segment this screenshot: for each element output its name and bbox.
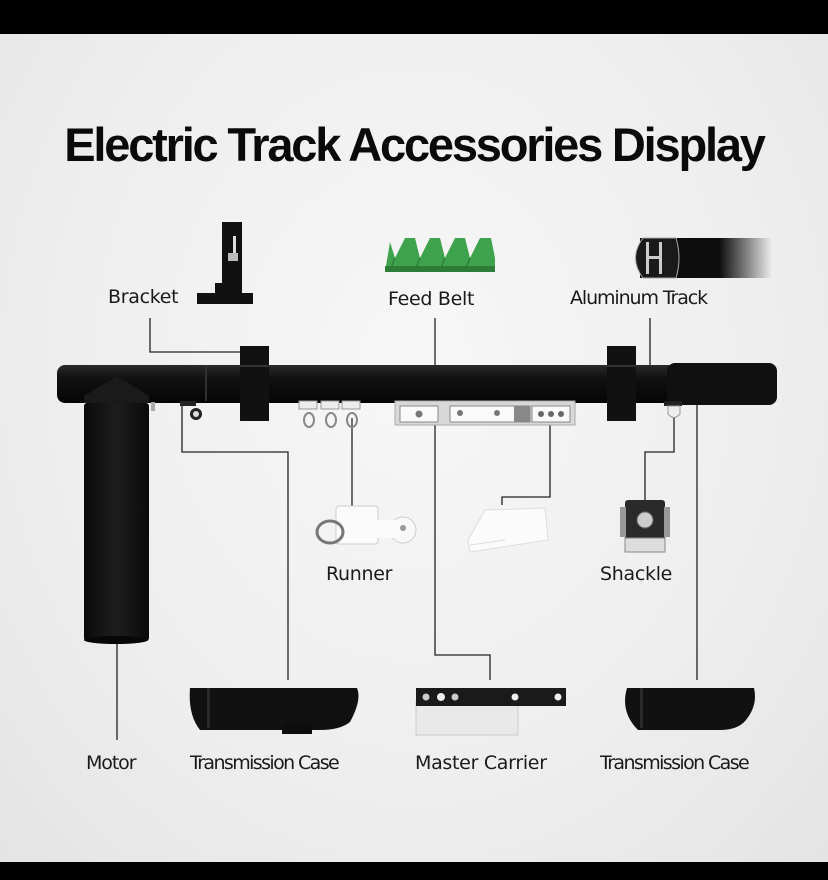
master-carrier-image — [415, 688, 566, 736]
master-carrier-connector — [434, 425, 491, 680]
main-track — [57, 346, 777, 421]
motor-image — [84, 376, 155, 644]
label-shackle: Shackle — [600, 563, 673, 585]
master-carrier-on-track — [394, 400, 576, 426]
bracket-image — [197, 222, 253, 304]
feed-belt-image — [385, 238, 495, 272]
label-master-carrier: Master Carrier — [415, 752, 547, 774]
page-title: Electric Track Accessories Display — [64, 118, 766, 171]
runners-on-track — [298, 400, 361, 428]
runner-image — [315, 505, 417, 545]
transmission-left-connector — [181, 405, 289, 680]
transmission-case-left-image — [189, 688, 359, 734]
label-runner: Runner — [326, 563, 393, 585]
shackle-image — [620, 500, 670, 553]
transmission-case-right-image — [625, 688, 755, 730]
label-aluminum-track: Aluminum Track — [570, 287, 708, 309]
label-feed-belt: Feed Belt — [388, 288, 475, 310]
shackle-connector — [644, 418, 675, 500]
bottom-bar — [0, 862, 828, 880]
label-motor: Motor — [86, 752, 137, 774]
carrier-part-connector — [501, 425, 551, 505]
label-transmission-case-left: Transmission Case — [190, 752, 340, 774]
aluminum-track-image — [635, 237, 772, 279]
end-hooks — [180, 401, 682, 420]
bracket-connector — [149, 318, 242, 353]
carrier-part-image — [467, 507, 549, 553]
label-transmission-case-right: Transmission Case — [600, 752, 750, 774]
label-bracket: Bracket — [108, 286, 179, 308]
connector-lines — [116, 318, 698, 740]
